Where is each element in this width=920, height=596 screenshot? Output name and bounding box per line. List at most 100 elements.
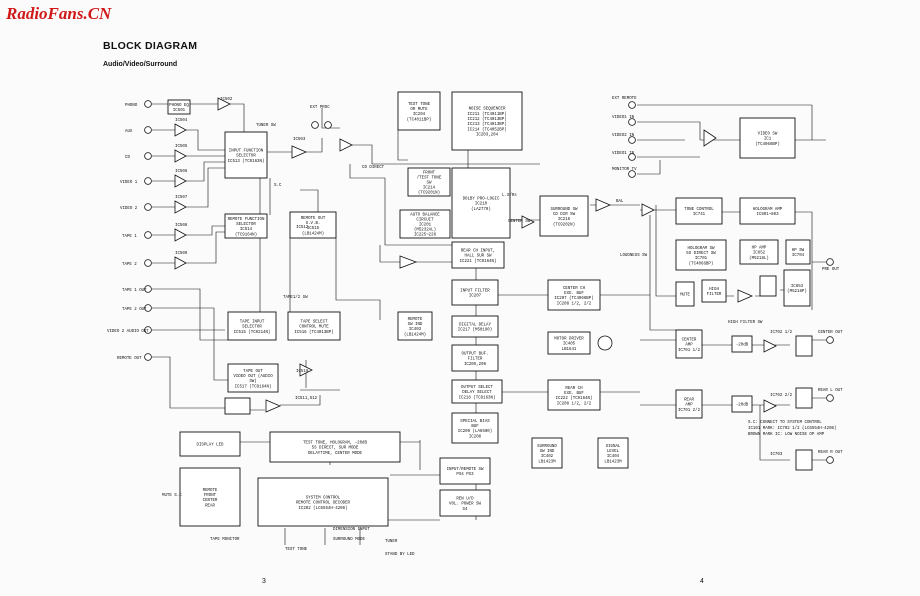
signal-level-label: LEVEL (607, 450, 620, 454)
tape-monitor-label: TAPE MONITOR (210, 538, 240, 542)
amp-ic702b (763, 399, 777, 413)
input-filter-block (451, 279, 499, 306)
system-control-label: IC202 (LC6554H-4208) (298, 506, 347, 511)
neg20-a-label: -20dB (736, 343, 749, 348)
amp-ic506 (174, 174, 187, 188)
high-filter-sw-label: HIGH FILTER SW (728, 321, 763, 325)
tape-select-label: IC516 (TC4013BP) (294, 330, 333, 335)
front-test-tone-label: SW (427, 182, 432, 186)
remote-out-label: REMOTE OUT (301, 217, 326, 221)
page-number-right: 4 (700, 578, 704, 585)
tuner-label: TUNER (385, 540, 398, 544)
page-number-left: 3 (262, 578, 266, 585)
hp-amp-label: IC852 (753, 252, 766, 256)
tape-out-label: VIDEO OUT (AUDIO (233, 374, 273, 379)
output-select-block (451, 379, 503, 404)
video-sw-label: (TC4066BP) (755, 142, 780, 147)
input-remote-label: PS4 PS3 (456, 473, 474, 477)
high-filter-label: HIGH (709, 288, 719, 292)
auto-balance-label: (M5232AL) (414, 228, 436, 233)
rear-ch-input-label: IC221 (TC9164N) (460, 259, 497, 264)
tape1out-label: TAPE 1 OUT (122, 289, 147, 293)
video-sw-block (739, 117, 796, 159)
remote-front-label: FRONT (204, 494, 217, 498)
rear-amp-label: IC701 2/2 (678, 408, 701, 413)
amp-ic504 (174, 123, 187, 137)
rear-exe-label: EXE. BUF (564, 392, 584, 396)
jack-video2-in (628, 136, 636, 144)
ren-ud-label: REN U/D (456, 496, 474, 501)
tone-control-label: IC741 (693, 213, 706, 217)
surround-ind-label: LB1423M (538, 460, 556, 464)
video-sw-label: VIDEO SW (758, 132, 778, 136)
ic506-label: IC506 (175, 170, 188, 174)
special-buf-label: BUF (471, 425, 479, 429)
rear-ch-input-block (451, 241, 505, 269)
dolby-label: (LA2770) (471, 207, 491, 212)
digital-delay-label: IC217 (M50190) (458, 328, 492, 333)
noise-sequencer-label: IC211 (TC4011BP) (467, 112, 506, 117)
remote-front-label: CENTER (203, 499, 218, 503)
jack-cd (144, 152, 152, 160)
ic511-label: IC511,512 (295, 397, 318, 401)
rear-exe-label: IC222 (TC9164N) (556, 396, 593, 401)
video1-in-label: VIDEO1 IN (612, 116, 635, 120)
test-hologram-block (269, 431, 401, 463)
auto-balance-label: IC201 (419, 224, 432, 228)
aux-label: AUX (125, 130, 133, 134)
motor-driver-block (547, 331, 591, 355)
amp-ic510 (299, 363, 313, 377)
output-buf-label: IC205,206 (464, 363, 487, 367)
mute-hf-block (675, 281, 695, 307)
blocks (167, 91, 813, 527)
surround-sw-block (539, 195, 589, 237)
ic853-block (783, 269, 811, 307)
phono-eq-block (167, 99, 191, 115)
ic504-label: IC504 (175, 119, 188, 123)
amp-buf1 (291, 145, 308, 159)
amp-ic508 (174, 228, 187, 242)
jack-ext-remote (628, 101, 636, 109)
video1-label: VIDEO 1 (120, 181, 138, 185)
page-title: BLOCK DIAGRAM (103, 40, 198, 52)
mute-c4 (795, 449, 813, 471)
lr-label: L.S/Rs (502, 193, 517, 198)
surround-ind-label: IC402 (541, 455, 554, 459)
dolby-label: DOLBY PRO-LOGIC (463, 197, 500, 201)
tape-out-label: SW) (249, 379, 256, 384)
hologram-amp-label: IC801~803 (756, 213, 779, 217)
surround-sw-label: IC216 (558, 218, 571, 222)
mute-c1 (759, 275, 777, 297)
center-out-label: CENTER OUT (818, 331, 843, 335)
dimension-label: DIMENSION INPUT (333, 528, 370, 532)
tape-input-block (227, 311, 277, 341)
phono-eq-label: PHONO EQ (169, 104, 189, 108)
video2-label: VIDEO 2 (120, 207, 138, 211)
phono-eq-label: IC501 (173, 109, 186, 113)
cd-label: CD (125, 156, 130, 160)
center-ch-label: EXE. BUF (564, 292, 584, 296)
rear-amp-block (675, 389, 703, 419)
auto-balance-label: AUTO BALANCE (410, 214, 440, 218)
mute-block-a (224, 397, 251, 415)
amp-ic801 (641, 203, 655, 217)
rear-amp-label: AMP (685, 404, 693, 408)
loudness-label: LOUDNESS SW (620, 254, 648, 258)
center-ch-label: IC207 (TC4066BP) (554, 296, 593, 301)
hp-amp-label: (M5218L) (749, 256, 769, 261)
rear-ch-input-label: HALL SUR SW (464, 255, 492, 259)
center-sw-label: CENTER SW (508, 220, 531, 224)
monitor-label: MONITOR TV (612, 168, 637, 172)
rear-exe-label: IC208 1/2, 2/2 (557, 401, 592, 406)
test-tone-label: (TC4011BP) (407, 117, 432, 122)
input-selector-label: INPUT FUNCTION (229, 149, 264, 153)
tape2out-label: TAPE 2 OUT (122, 308, 147, 312)
special-buf-label: IC209 (LA6500) (458, 429, 492, 434)
cd-direct-label: CD DIRECT (362, 166, 385, 170)
jack-video1-in (628, 118, 636, 126)
jack-tape2 (144, 259, 152, 267)
surround-ind-block (531, 437, 563, 469)
noise-sequencer-label: IC203,204 (476, 134, 499, 138)
high-filter-block (701, 279, 727, 303)
test-hologram-label: DELAYTIME, CENTER MODE (308, 452, 363, 456)
